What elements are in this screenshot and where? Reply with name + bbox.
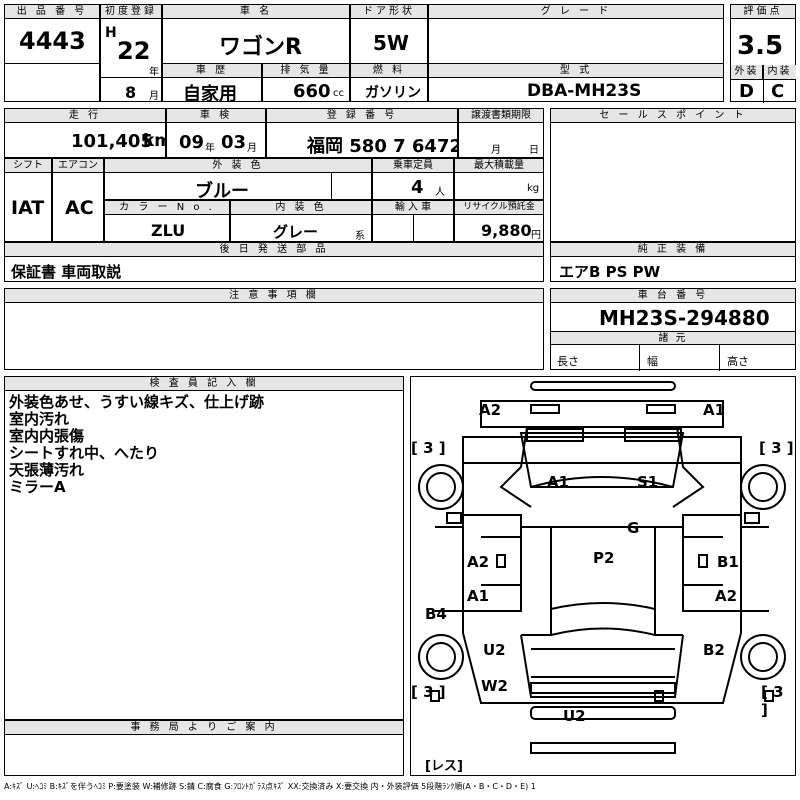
remark-line: 室内内張傷: [9, 427, 85, 445]
interior-grade: C: [771, 81, 785, 102]
recycle-box: リサイクル預託金 9,880 円: [454, 200, 544, 242]
later-parts-box: 後 日 発 送 部 品 保証書 車両取説: [4, 242, 544, 282]
damage-mark: A1: [703, 401, 726, 419]
spare-tire-less: [レス]: [425, 759, 463, 774]
displacement: 660: [293, 81, 331, 102]
color-number-box: カ ラ ー N o . ZLU: [104, 200, 230, 242]
capacity: 4: [411, 177, 424, 198]
remark-line: 外装色あせ、うすい線キズ、仕上げ跡: [9, 393, 265, 411]
remark-line: ミラーA: [9, 478, 66, 496]
aircon-box: エアコン AC: [52, 158, 104, 242]
interior-color-box: 内 装 色 グレー 系: [230, 200, 372, 242]
chassis-number: MH23S-294880: [599, 306, 770, 330]
mileage: 101,405: [71, 131, 153, 152]
max-load-box: 最大積載量 kg: [454, 158, 544, 200]
car-outline: [418, 381, 786, 754]
recycle-fee: 9,880: [481, 221, 532, 240]
mileage-box: 走 行 101,405 km: [4, 108, 172, 158]
reg-month: 8: [125, 83, 137, 102]
chassis-box: 車 台 番 号 MH23S-294880 諸 元 長さ 幅 高さ: [550, 288, 796, 371]
displacement-box: 排 気 量 660 cc: [262, 63, 350, 102]
interior-color: グレー: [273, 223, 319, 241]
damage-mark: A2: [467, 553, 490, 571]
history-box: 車 歴 自家用: [162, 63, 262, 105]
damage-mark: A2: [715, 587, 738, 605]
shift: IAT: [11, 197, 45, 219]
remark-line: シートすれ中、へたり: [9, 444, 160, 462]
damage-mark: S1: [637, 473, 659, 491]
door-type: 5W: [373, 31, 409, 55]
model-box: 型 式 DBA-MH23S: [428, 63, 724, 102]
score-box: 評価点 3.5 外装 内装 D C: [730, 4, 796, 103]
grade-box: グ レ ー ド: [428, 4, 724, 64]
office-notice-box: 事 務 局 よ り ご 案 内: [4, 720, 404, 776]
import-box: 輸 入 車: [372, 200, 454, 243]
damage-mark: G: [627, 519, 640, 537]
damage-mark: U2: [483, 641, 506, 659]
damage-mark: P2: [593, 549, 615, 567]
damage-mark: U2: [563, 707, 586, 725]
model: DBA-MH23S: [527, 81, 642, 101]
car-name: ワゴンR: [219, 35, 302, 60]
wheel-bracket: [ 3 ]: [411, 439, 446, 457]
wheel-bracket: [ 3 ]: [761, 683, 784, 719]
color-box: 外 装 色 ブルー: [104, 158, 372, 202]
damage-mark: A1: [467, 587, 490, 605]
era: H: [105, 25, 117, 41]
damage-mark: A1: [547, 473, 570, 491]
aircon: AC: [65, 197, 94, 219]
lot-number: 4443: [19, 27, 86, 55]
lot-number-box: 出 品 番 号 4443: [4, 4, 100, 102]
capacity-box: 乗車定員 4 人: [372, 158, 454, 200]
damage-mark: B4: [425, 605, 447, 623]
shift-box: シフト IAT: [4, 158, 52, 242]
lot-number-label: 出 品 番 号: [5, 5, 99, 19]
remark-line: 室内汚れ: [9, 410, 70, 428]
damage-diagram: A2 A1 A1 S1 G A2 P2 B1 A1 A2 B4 U2 B2 W2…: [410, 376, 796, 776]
registration-number: 福岡 580 7 6472: [307, 136, 462, 157]
inspector-remarks: 外装色あせ、うすい線キズ、仕上げ跡 室内汚れ 室内内張傷 シートすれ中、へたり …: [9, 394, 264, 496]
fuel-box: 燃 料 ガソリン: [350, 63, 428, 102]
exterior-color: ブルー: [195, 181, 249, 202]
damage-mark: A2: [479, 401, 502, 419]
exterior-grade: D: [739, 81, 754, 102]
car-name-box: 車 名 ワゴンR: [162, 4, 350, 64]
damage-mark: W2: [481, 677, 508, 695]
reg-year: 22: [117, 37, 151, 65]
legend: A:ｷｽﾞ U:ﾍｺﾐ B:ｷｽﾞを伴うﾍｺﾐ P:要塗装 W:補修跡 S:錆 …: [4, 782, 536, 791]
wheel-bracket: [ 3 ]: [411, 683, 446, 701]
transfer-deadline-box: 譲渡書類期限 月 日: [458, 108, 544, 158]
equipment-box: 純 正 装 備 エアB PS PW: [550, 242, 796, 282]
fuel: ガソリン: [365, 85, 421, 101]
damage-mark: B1: [717, 553, 739, 571]
door-type-box: ドア形状 5W: [350, 4, 428, 64]
inspector-remarks-box: 検 査 員 記 入 欄 外装色あせ、うすい線キズ、仕上げ跡 室内汚れ 室内内張傷…: [4, 376, 404, 720]
inspection-box: 車 検 09 年 03 月: [166, 108, 266, 158]
color-number: ZLU: [151, 221, 186, 240]
equipment: エアB PS PW: [559, 263, 661, 281]
inspection-month: 03: [221, 132, 247, 153]
later-parts: 保証書 車両取説: [11, 263, 122, 281]
notes-box: 注 意 事 項 欄: [4, 288, 544, 370]
first-registration-label: 初度登録: [101, 5, 161, 19]
wheel-bracket: [ 3 ]: [759, 439, 794, 457]
damage-mark: B2: [703, 641, 725, 659]
sales-point-box: セ ー ル ス ポ イ ン ト: [550, 108, 796, 242]
inspection-year: 09: [179, 132, 205, 153]
first-registration-box: 初度登録 H 22 年 8 月: [100, 4, 162, 102]
car-name-label: 車 名: [163, 5, 349, 19]
score: 3.5: [737, 31, 784, 61]
remark-line: 天張薄汚れ: [9, 461, 85, 479]
history: 自家用: [183, 84, 237, 105]
registration-number-box: 登 録 番 号 福岡 580 7 6472: [266, 108, 462, 158]
